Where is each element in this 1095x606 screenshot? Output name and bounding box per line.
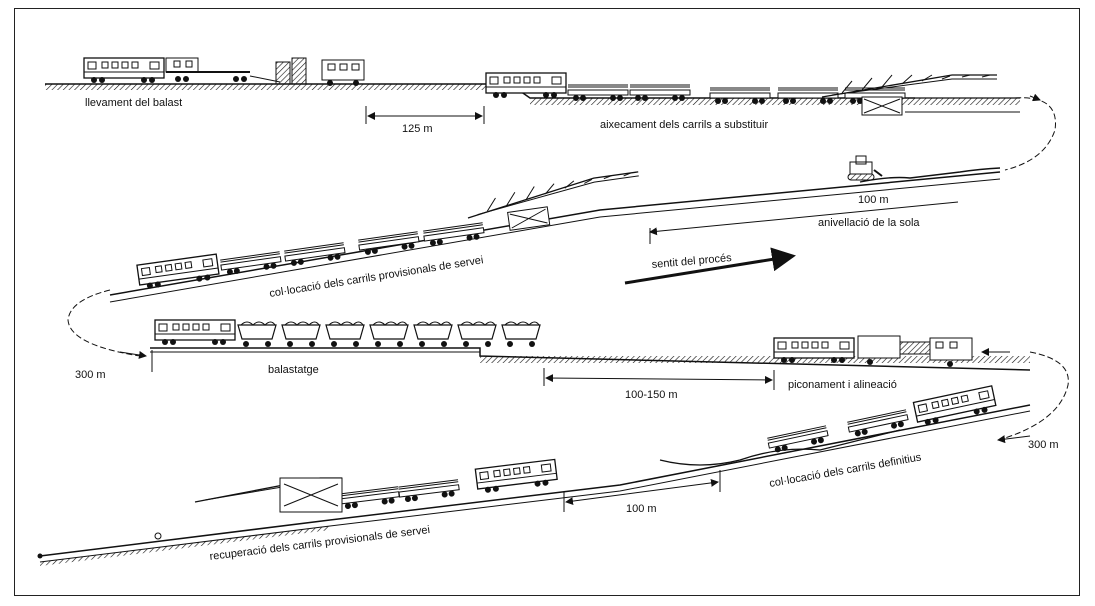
train-ballasting xyxy=(154,319,541,348)
train-tamping xyxy=(773,335,973,367)
curve-left xyxy=(67,289,141,357)
dist-100-150: 100-150 m xyxy=(625,389,678,401)
dist-300-left: 300 m xyxy=(75,369,106,381)
label-piconament: piconament i alineació xyxy=(788,379,897,391)
dist-300-right: 300 m xyxy=(1028,439,1059,451)
train-rail-recovery xyxy=(37,458,559,559)
track-upper-diagonal xyxy=(109,167,1001,303)
train-ballast-removal xyxy=(83,57,365,86)
dim-100-150 xyxy=(543,368,775,390)
diagram-frame xyxy=(14,8,1080,596)
bulldozer-icon xyxy=(847,155,883,181)
curve-right-lower xyxy=(1004,351,1069,439)
dim-100-top xyxy=(649,201,959,244)
track-middle xyxy=(150,347,1031,371)
curve-arrow-right-lower xyxy=(997,435,1031,444)
label-llevament: llevament del balast xyxy=(85,97,182,109)
dist-125: 125 m xyxy=(402,123,433,135)
curve-top-right xyxy=(1004,97,1056,171)
label-anivellacio: anivellació de la sola xyxy=(818,217,920,229)
curve-arrow-left xyxy=(119,350,147,359)
dist-100-top: 100 m xyxy=(858,194,889,206)
train-rail-lifting xyxy=(485,72,998,116)
track-lower-diagonal xyxy=(39,404,1031,566)
dim-100-bottom xyxy=(563,470,721,512)
label-balastatge: balastatge xyxy=(268,364,319,376)
curve-arrow-top-right xyxy=(1029,93,1041,102)
dist-100-bottom: 100 m xyxy=(626,503,657,515)
process-direction-arrow xyxy=(624,247,796,285)
label-aixecament: aixecament dels carrils a substituir xyxy=(600,119,768,131)
dim-125 xyxy=(365,106,485,124)
train-final-rails xyxy=(766,385,998,455)
